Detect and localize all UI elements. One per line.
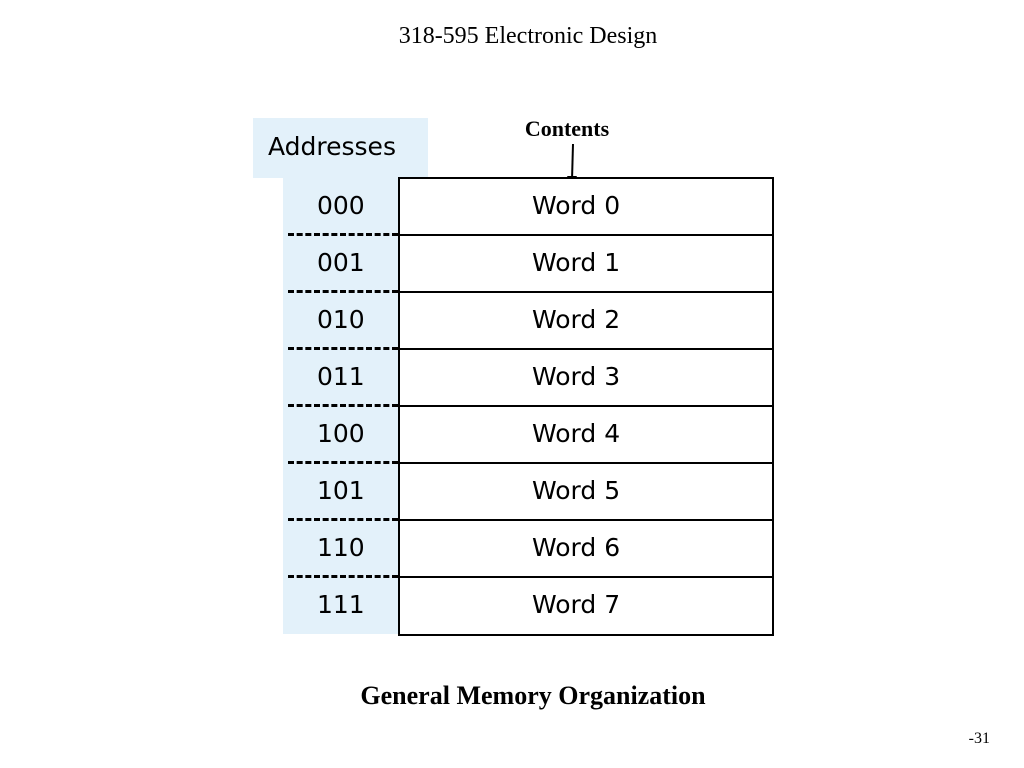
address-separator	[288, 347, 398, 350]
contents-arrow-line	[571, 143, 574, 181]
memory-contents-table: Word 0 Word 1 Word 2 Word 3 Word 4 Word …	[398, 177, 774, 636]
address-separator	[288, 404, 398, 407]
address-separator	[288, 233, 398, 236]
memory-word-1: Word 1	[400, 234, 772, 291]
address-separator	[288, 290, 398, 293]
memory-word-5: Word 5	[400, 462, 772, 519]
address-value: 100	[317, 419, 365, 448]
contents-label: Contents	[524, 116, 610, 141]
memory-word-label: Word 4	[532, 419, 621, 448]
address-value: 110	[317, 533, 365, 562]
addresses-label: Addresses	[268, 132, 396, 161]
address-value: 000	[317, 191, 365, 220]
address-cell-6: 110	[283, 520, 400, 577]
addresses-header: Addresses	[253, 118, 428, 178]
memory-word-label: Word 2	[532, 305, 621, 334]
memory-word-label: Word 7	[532, 590, 621, 619]
address-separator	[288, 518, 398, 521]
page-number: -31	[968, 730, 990, 747]
memory-word-label: Word 5	[532, 476, 621, 505]
memory-word-4: Word 4	[400, 405, 772, 462]
memory-word-7: Word 7	[400, 576, 772, 633]
address-cell-1: 001	[283, 235, 400, 292]
memory-word-2: Word 2	[400, 291, 772, 348]
address-cell-3: 011	[283, 349, 400, 406]
diagram-caption: General Memory Organization	[360, 681, 706, 710]
address-cell-4: 100	[283, 406, 400, 463]
memory-word-label: Word 0	[532, 191, 621, 220]
address-cell-5: 101	[283, 463, 400, 520]
address-value: 111	[317, 590, 365, 619]
memory-word-6: Word 6	[400, 519, 772, 576]
address-value: 101	[317, 476, 365, 505]
address-value: 010	[317, 305, 365, 334]
address-separator	[288, 575, 398, 578]
memory-word-label: Word 3	[532, 362, 621, 391]
slide-title: 318-595 Electronic Design	[398, 23, 658, 49]
address-value: 001	[317, 248, 365, 277]
memory-word-label: Word 1	[532, 248, 621, 277]
memory-word-label: Word 6	[532, 533, 621, 562]
address-value: 011	[317, 362, 365, 391]
address-cell-7: 111	[283, 577, 400, 634]
memory-word-3: Word 3	[400, 348, 772, 405]
address-cell-2: 010	[283, 292, 400, 349]
address-separator	[288, 461, 398, 464]
memory-word-0: Word 0	[400, 179, 772, 236]
address-cell-0: 000	[283, 178, 400, 235]
